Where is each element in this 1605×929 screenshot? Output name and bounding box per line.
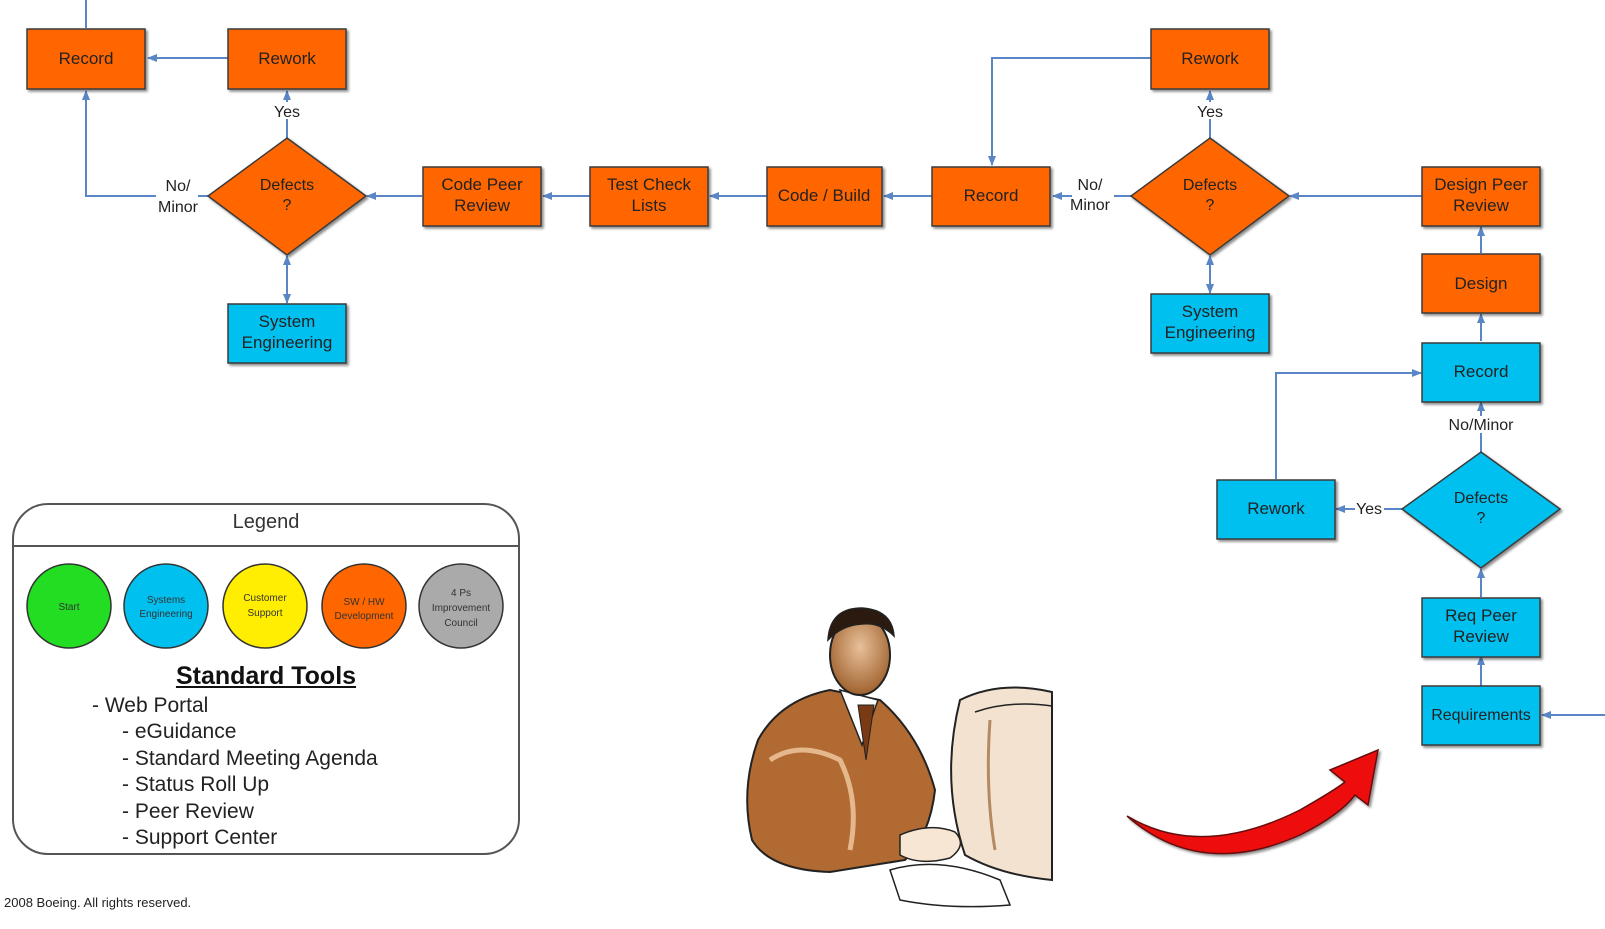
- legend-systems-line1: Systems: [147, 595, 185, 606]
- record-box-left: Record: [26, 28, 146, 90]
- requirements-box: Requirements: [1421, 685, 1541, 746]
- sys-eng-middle-line2: Engineering: [1165, 323, 1256, 342]
- record-left-label: Record: [59, 49, 114, 68]
- record-box-right: Record: [1421, 342, 1541, 403]
- design-label: Design: [1455, 274, 1508, 293]
- yes-label-right: Yes: [1356, 501, 1382, 518]
- record-middle-label: Record: [964, 186, 1019, 205]
- legend-council-line3: Council: [444, 618, 477, 629]
- no-minor-left-line2: Minor: [158, 199, 199, 216]
- design-peer-line2: Review: [1453, 196, 1509, 215]
- legend-customer-line1: Customer: [243, 593, 287, 604]
- defects-left-line1: Defects: [260, 177, 314, 194]
- legend-divider: [14, 545, 518, 547]
- no-minor-left-line1: No/: [166, 178, 191, 195]
- rework-box-right: Rework: [1216, 479, 1336, 540]
- defects-left-line2: ?: [283, 197, 292, 214]
- connectors: [82, 0, 1605, 719]
- sys-eng-middle-line1: System: [1182, 302, 1239, 321]
- requirements-label: Requirements: [1431, 707, 1531, 724]
- rework-right-label: Rework: [1247, 499, 1305, 518]
- defects-right-line2: ?: [1477, 510, 1486, 527]
- standard-tools-title: Standard Tools: [175, 662, 357, 690]
- legend-title: Legend: [232, 511, 300, 533]
- defects-decision-left: Defects ?: [206, 137, 368, 256]
- req-peer-line2: Review: [1453, 627, 1509, 646]
- rework-top-right-label: Rework: [1181, 49, 1239, 68]
- person-at-computer-clipart: [746, 607, 1053, 908]
- design-box: Design: [1421, 253, 1541, 314]
- rework-left-label: Rework: [258, 49, 316, 68]
- no-minor-right-label: No/Minor: [1449, 417, 1515, 434]
- rework-box-left: Rework: [227, 28, 347, 90]
- no-minor-middle-line1: No/: [1078, 177, 1103, 194]
- legend-systems-circle: Systems Engineering: [123, 563, 209, 649]
- legend-customer-circle: Customer Support: [222, 563, 308, 649]
- code-peer-review-box: Code Peer Review: [422, 166, 542, 227]
- tool-support-center: - Support Center: [122, 826, 278, 850]
- system-engineering-box-left: System Engineering: [227, 303, 347, 364]
- standard-tools-list: - Web Portal - eGuidance - Standard Meet…: [92, 693, 378, 851]
- test-check-lists-box: Test Check Lists: [589, 166, 709, 227]
- legend-council-line1: 4 Ps: [451, 588, 471, 599]
- defects-middle-line2: ?: [1206, 197, 1215, 214]
- code-build-box: Code / Build: [766, 166, 883, 227]
- sys-eng-left-line1: System: [259, 312, 316, 331]
- design-peer-line1: Design Peer: [1434, 175, 1528, 194]
- code-build-label: Code / Build: [778, 186, 871, 205]
- yes-label-middle: Yes: [1197, 104, 1223, 121]
- legend-swhw-line2: Development: [335, 611, 394, 622]
- copyright-footer: 2008 Boeing. All rights reserved.: [4, 895, 192, 910]
- legend-circles: Start Systems Engineering Customer Suppo…: [26, 563, 504, 649]
- legend-start-label: Start: [58, 602, 79, 613]
- yes-label-left: Yes: [274, 104, 300, 121]
- test-check-line2: Lists: [632, 196, 667, 215]
- tool-web-portal: - Web Portal: [92, 694, 209, 717]
- legend-start-circle: Start: [26, 563, 112, 649]
- no-minor-middle-line2: Minor: [1070, 197, 1111, 214]
- sys-eng-left-line2: Engineering: [242, 333, 333, 352]
- rework-box-top-right: Rework: [1150, 28, 1270, 90]
- legend-council-circle: 4 Ps Improvement Council: [418, 563, 504, 649]
- code-peer-line1: Code Peer: [441, 175, 523, 194]
- red-curved-arrow: [1126, 748, 1379, 855]
- test-check-line1: Test Check: [607, 175, 692, 194]
- legend-panel: Legend Start Systems Engineering Custome…: [12, 503, 520, 855]
- defects-middle-line1: Defects: [1183, 177, 1237, 194]
- legend-swhw-circle: SW / HW Development: [321, 563, 407, 649]
- record-right-label: Record: [1454, 362, 1509, 381]
- defects-decision-middle: Defects ?: [1129, 137, 1291, 256]
- design-peer-review-box: Design Peer Review: [1421, 166, 1541, 227]
- tool-meeting-agenda: - Standard Meeting Agenda: [122, 746, 378, 770]
- record-box-middle: Record: [931, 166, 1051, 227]
- defects-right-line1: Defects: [1454, 490, 1508, 507]
- code-peer-line2: Review: [454, 196, 510, 215]
- tool-status-roll-up: - Status Roll Up: [122, 773, 270, 797]
- tool-peer-review: - Peer Review: [122, 799, 254, 823]
- legend-customer-line2: Support: [247, 608, 282, 619]
- req-peer-review-box: Req Peer Review: [1421, 597, 1541, 658]
- defects-decision-right: Defects ?: [1400, 451, 1562, 569]
- legend-systems-line2: Engineering: [139, 609, 192, 620]
- req-peer-line1: Req Peer: [1445, 606, 1517, 625]
- legend-council-line2: Improvement: [432, 603, 491, 614]
- legend-swhw-line1: SW / HW: [343, 597, 385, 608]
- system-engineering-box-middle: System Engineering: [1150, 293, 1270, 354]
- tool-eguidance: - eGuidance: [122, 720, 237, 744]
